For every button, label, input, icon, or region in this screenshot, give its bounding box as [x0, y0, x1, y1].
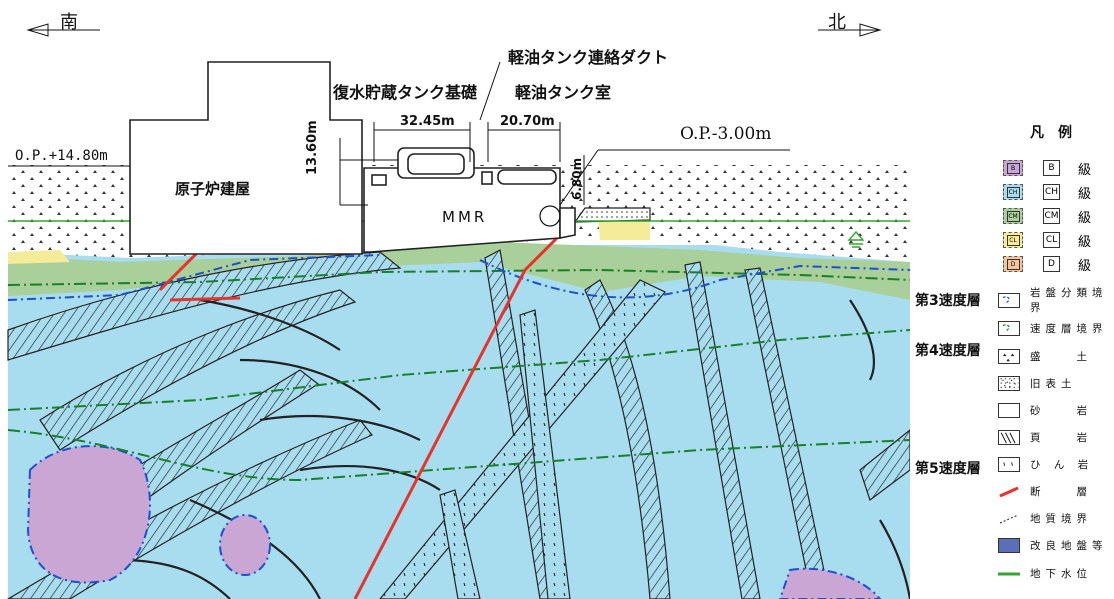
b-class-code: B	[1043, 160, 1060, 176]
cl-class-label: 級	[1078, 234, 1092, 250]
velocity-layer-3-label: 第3速度層	[915, 293, 981, 309]
legend-title: 凡 例	[1030, 125, 1072, 141]
fill-icon	[998, 348, 1020, 364]
velocity-boundary-icon	[998, 320, 1020, 336]
legend-shale: 頁 岩	[998, 427, 1092, 447]
legend-class-ch: CH CH 級	[1003, 182, 1091, 202]
shale-bands	[6, 249, 910, 599]
legend-sandstone: 砂 岩	[998, 400, 1092, 420]
oil-tank-room-label: 軽油タンク室	[515, 83, 612, 102]
legend-class-cm: CM CM 級	[1003, 206, 1091, 226]
op-left-label: O.P.+14.80m	[15, 148, 108, 164]
cm-class-icon-text: CM	[1006, 210, 1020, 222]
north-label: 北	[828, 12, 846, 33]
rock-class-boundaries	[7, 254, 910, 301]
shale-lenses	[119, 298, 910, 599]
dimension-lines	[8, 23, 882, 206]
sandstone-label: 砂 岩	[1030, 404, 1092, 417]
legend-old-topsoil: 旧表土	[998, 373, 1077, 393]
legend-rock-boundary: 岩盤分類境界	[998, 287, 1114, 314]
porphyrite-icon	[998, 456, 1020, 472]
mmr-label: MMR	[442, 208, 488, 226]
b-class-swatch: B	[1003, 160, 1023, 176]
south-label: 南	[60, 12, 78, 33]
b-class-icon-text: B	[1006, 162, 1020, 174]
condensate-tank-base-label: 復水貯蔵タンク基礎	[333, 83, 478, 102]
cm-class-code: CM	[1043, 208, 1060, 224]
velocity-boundary-label: 速度層境界	[1030, 322, 1108, 335]
cm-class-label: 級	[1078, 210, 1092, 226]
b-class-zones	[26, 445, 882, 599]
legend-class-cl: CL CL 級	[1003, 230, 1091, 250]
cl-class-swatch: CL	[1003, 232, 1023, 248]
improved-ground-label: 改良地盤等	[1030, 539, 1108, 552]
cl-class-icon-text: CL	[1006, 234, 1020, 246]
duct-label: 軽油タンク連絡ダクト	[508, 48, 669, 67]
legend-class-b: B B 級	[1003, 158, 1091, 178]
fault-icon	[999, 486, 1019, 497]
d-class-swatch: D	[1003, 256, 1023, 272]
ch-class-icon-text: CH	[1006, 186, 1020, 198]
shale-icon	[998, 429, 1020, 445]
ch-class-swatch: CH	[1003, 184, 1023, 200]
groundwater-label: 地下水位	[1030, 567, 1092, 580]
rock-boundary-icon	[998, 292, 1020, 308]
faults	[158, 228, 567, 599]
detail-circle	[539, 205, 561, 227]
old-topsoil-label: 旧表土	[1030, 377, 1077, 390]
velocity-layer-4-label: 第4速度層	[915, 343, 981, 359]
rock-boundary-label: 岩盤分類境界	[1030, 287, 1108, 314]
legend-class-d: D D 級	[1003, 254, 1091, 274]
cl-patch	[8, 250, 70, 264]
fill-label: 盛 土	[1030, 350, 1092, 363]
legend-improved-ground: 改良地盤等	[998, 535, 1108, 555]
dim-32-45-label: 32.45m	[400, 114, 455, 129]
improved-ground-icon	[998, 537, 1020, 553]
legend-porphyrite: ひ ん 岩	[998, 454, 1093, 474]
structures	[129, 61, 576, 255]
velocity-layer-5-label: 第5速度層	[915, 461, 981, 477]
ch-class-code: CH	[1043, 184, 1060, 200]
geologic-boundary-label: 地質境界	[1030, 512, 1092, 525]
groundwater-icon	[998, 572, 1020, 575]
fault-label: 断 層	[1030, 485, 1092, 498]
shale-label: 頁 岩	[1030, 431, 1092, 444]
ch-class-label: 級	[1078, 186, 1092, 202]
cm-class-swatch: CM	[1003, 208, 1023, 224]
reactor-building-label: 原子炉建屋	[175, 180, 251, 198]
legend-geologic-boundary: 地質境界	[998, 508, 1092, 528]
cm-zone	[8, 242, 910, 300]
d-class-code: D	[1043, 256, 1060, 272]
old-topsoil-icon	[998, 375, 1020, 391]
geologic-cross-section	[6, 23, 910, 599]
legend-groundwater: 地下水位	[998, 563, 1092, 583]
op-right-label: O.P.-3.00m	[680, 124, 772, 144]
old-topsoil	[573, 207, 651, 223]
legend-velocity-boundary: 速度層境界	[998, 318, 1108, 338]
dim-6-80-label: 6.80m	[570, 157, 584, 200]
cl-patch-right	[598, 218, 650, 240]
dim-20-70-label: 20.70m	[500, 114, 555, 129]
dim-13-60-label: 13.60m	[305, 120, 320, 175]
cl-class-code: CL	[1043, 232, 1060, 248]
d-class-icon-text: D	[1006, 258, 1020, 270]
groundwater-marker	[847, 230, 865, 248]
sandstone-icon	[998, 402, 1020, 418]
b-class-label: 級	[1078, 162, 1092, 178]
d-class-label: 級	[1078, 258, 1092, 274]
geologic-boundary-icon	[999, 514, 1019, 523]
legend-fault: 断 層	[998, 481, 1092, 501]
legend-fill: 盛 土	[998, 346, 1092, 366]
porphyrite-label: ひ ん 岩	[1030, 458, 1094, 471]
